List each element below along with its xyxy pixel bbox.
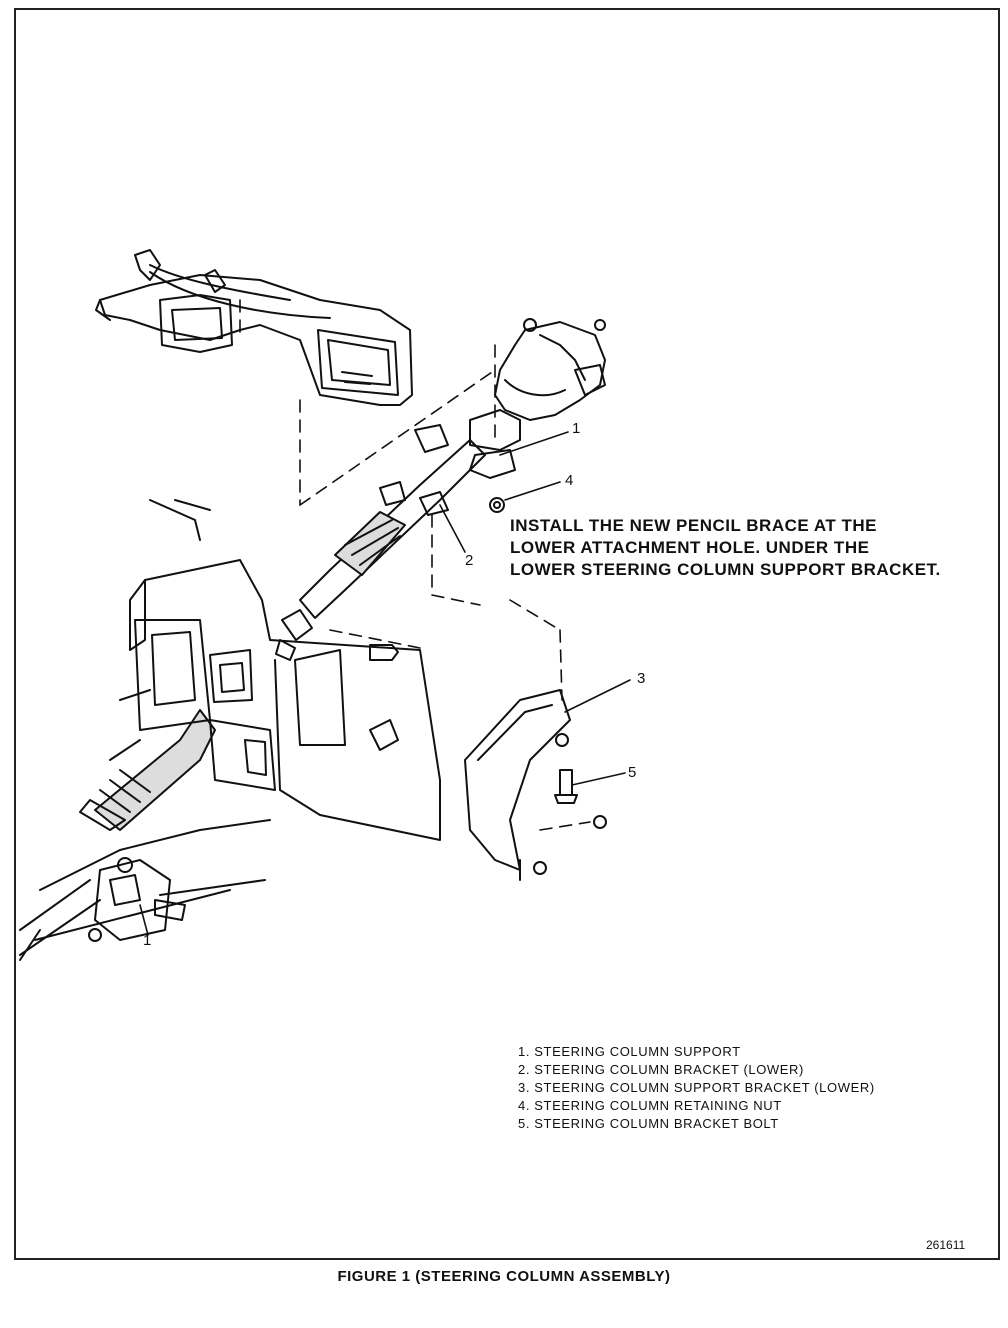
callout-3: 3 xyxy=(637,670,646,687)
reference-code: 261611 xyxy=(926,1238,966,1252)
fasteners xyxy=(369,497,578,804)
legend-item: 1. STEERING COLUMN SUPPORT xyxy=(518,1044,741,1059)
figure-caption: FIGURE 1 (STEERING COLUMN ASSEMBLY) xyxy=(337,1268,671,1285)
callout-5: 5 xyxy=(628,764,637,781)
note-line: LOWER ATTACHMENT HOLE. UNDER THE xyxy=(510,538,870,557)
legend-item: 3. STEERING COLUMN SUPPORT BRACKET (LOWE… xyxy=(518,1080,875,1095)
shaft-boot xyxy=(334,511,406,576)
leader-lines xyxy=(139,431,631,936)
steering-column-housing xyxy=(469,318,606,479)
install-note: INSTALL THE NEW PENCIL BRACE AT THE LOWE… xyxy=(510,515,990,581)
steering-gear xyxy=(19,819,271,961)
firewall-panel xyxy=(109,499,441,841)
legend-item: 4. STEERING COLUMN RETAINING NUT xyxy=(518,1098,782,1113)
instrument-panel-duct xyxy=(95,249,413,406)
figure-frame xyxy=(14,8,1000,1260)
lower-bracket-assembly xyxy=(464,689,607,881)
callout-4: 4 xyxy=(565,472,574,489)
callout-2: 2 xyxy=(465,552,474,569)
parts-legend: 1. STEERING COLUMN SUPPORT 2. STEERING C… xyxy=(518,1043,875,1133)
note-line: LOWER STEERING COLUMN SUPPORT BRACKET. xyxy=(510,560,941,579)
callout-1: 1 xyxy=(572,420,581,437)
note-line: INSTALL THE NEW PENCIL BRACE AT THE xyxy=(510,516,877,535)
callout-1-lower: 1 xyxy=(143,932,152,949)
legend-item: 2. STEERING COLUMN BRACKET (LOWER) xyxy=(518,1062,804,1077)
lower-boot xyxy=(79,709,216,831)
legend-item: 5. STEERING COLUMN BRACKET BOLT xyxy=(518,1116,779,1131)
